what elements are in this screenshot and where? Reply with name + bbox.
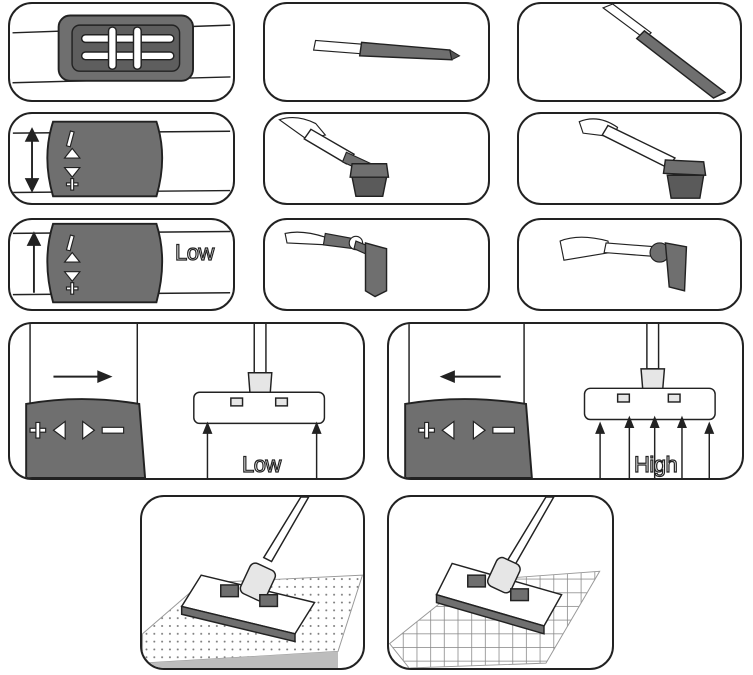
high-setting-illustration [404, 324, 716, 478]
double-arrow-icon [24, 127, 40, 193]
slider-symbols-icon [63, 234, 82, 295]
panel-floor-nozzle-hold-2 [517, 218, 742, 311]
height-lines-low [202, 421, 322, 478]
hard-floor-nozzle [435, 556, 563, 635]
crevice-angled-illustration [601, 4, 727, 99]
slider-symbols-icon [63, 130, 82, 191]
panel-slider-adjust [8, 112, 235, 205]
slider-low-illustration [12, 222, 231, 304]
grip-grid-icon [80, 26, 175, 70]
crevice-tool-illustration [312, 39, 461, 61]
slider-adjust-illustration [12, 120, 231, 198]
floor-nozzle-low [193, 324, 326, 425]
low-nozzle-label: Low [241, 451, 282, 477]
panel-dusting-brush-2 [517, 112, 742, 205]
hard-floor-illustration [389, 497, 601, 668]
up-arrow-icon [26, 231, 42, 293]
panel-carpet-cleaning [140, 495, 365, 670]
panel-crevice-tool [263, 2, 490, 102]
low-setting-illustration [25, 324, 326, 478]
panel-low-setting: Low [8, 322, 365, 480]
right-arrow-icon [53, 370, 113, 383]
panel-floor-nozzle-hold [263, 218, 490, 311]
panel-handle-grip [8, 2, 235, 102]
carpet-nozzle [180, 562, 316, 643]
floor-nozzle-hold-illustration [284, 231, 388, 298]
floor-nozzle-hold-2-illustration [559, 236, 688, 292]
plus-minus-switch-icon [29, 420, 125, 441]
plus-minus-switch-icon [418, 420, 515, 441]
floor-nozzle-high [583, 324, 716, 421]
panel-hard-floor-cleaning [387, 495, 614, 670]
dusting-brush-2-illustration [578, 118, 707, 199]
high-nozzle-label: High [633, 451, 678, 477]
panel-crevice-tool-angled [517, 2, 742, 102]
height-lines-high [595, 415, 715, 478]
dusting-brush-illustration [278, 117, 390, 198]
panel-dusting-brush [263, 112, 490, 205]
panel-high-setting: High [387, 322, 744, 480]
handle-grip-illustration [12, 14, 231, 84]
low-label: Low [174, 239, 215, 265]
panel-slider-low: Low [8, 218, 235, 311]
left-arrow-icon [439, 370, 501, 383]
carpet-cleaning-illustration [142, 497, 363, 668]
